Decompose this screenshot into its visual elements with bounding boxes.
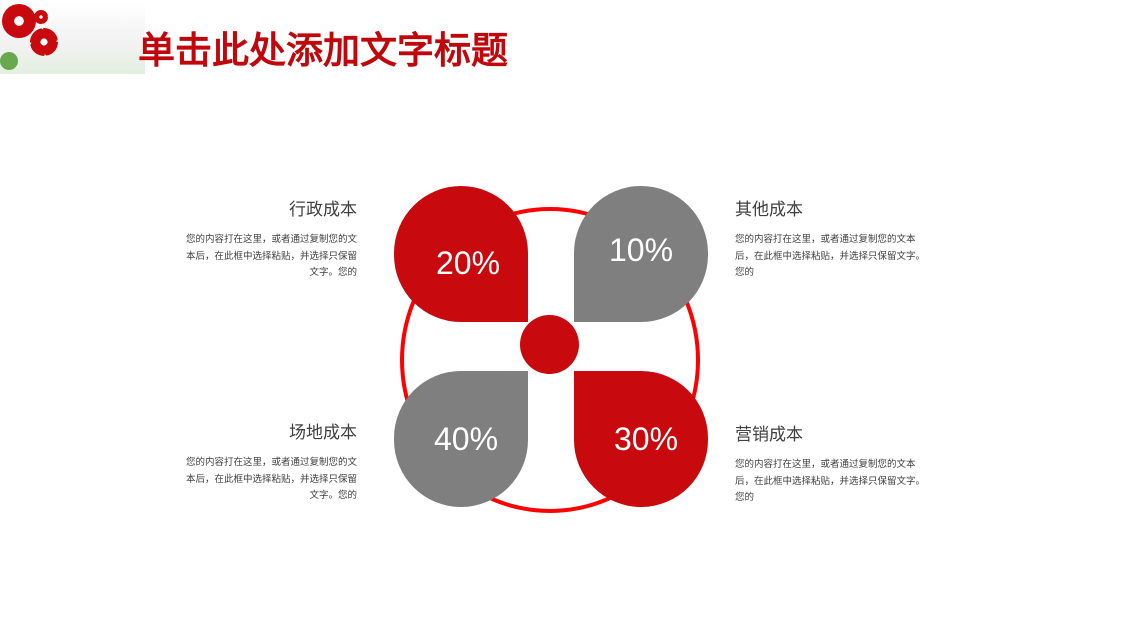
item-body[interactable]: 您的内容打在这里，或者通过复制您的文本后，在此框中选择粘贴，并选择只保留文字。您… xyxy=(185,234,357,278)
ring xyxy=(400,207,700,513)
slide-title[interactable]: 单击此处添加文字标题 xyxy=(138,29,508,72)
petal-top-right: 10% xyxy=(574,186,708,322)
item-heading[interactable]: 场地成本 xyxy=(289,423,357,443)
item-body[interactable]: 您的内容打在这里，或者通过复制您的文本后，在此框中选择粘贴，并选择只保留文字。您… xyxy=(185,457,357,501)
petal-bottom-right: 30% xyxy=(574,371,708,507)
item-body[interactable]: 您的内容打在这里，或者通过复制您的文本后，在此框中选择粘贴，并选择只保留文字。您… xyxy=(735,459,926,503)
item-heading[interactable]: 其他成本 xyxy=(735,200,803,220)
petal-value: 20% xyxy=(435,244,501,281)
petal-top-left: 20% xyxy=(394,186,528,322)
petal-value: 10% xyxy=(608,231,674,268)
gear-icon xyxy=(2,4,36,38)
item-heading[interactable]: 行政成本 xyxy=(289,200,357,220)
globe-icon xyxy=(0,52,18,70)
item-heading[interactable]: 营销成本 xyxy=(735,425,803,445)
center-dot xyxy=(520,315,579,374)
petal-value: 30% xyxy=(613,420,679,457)
petal-value: 40% xyxy=(433,420,499,457)
gear-icon xyxy=(34,10,48,24)
gears-logo-image xyxy=(0,0,145,74)
gear-icon xyxy=(30,28,58,56)
petal-bottom-left: 40% xyxy=(394,371,528,507)
item-body[interactable]: 您的内容打在这里，或者通过复制您的文本后，在此框中选择粘贴，并选择只保留文字。您… xyxy=(735,234,926,278)
